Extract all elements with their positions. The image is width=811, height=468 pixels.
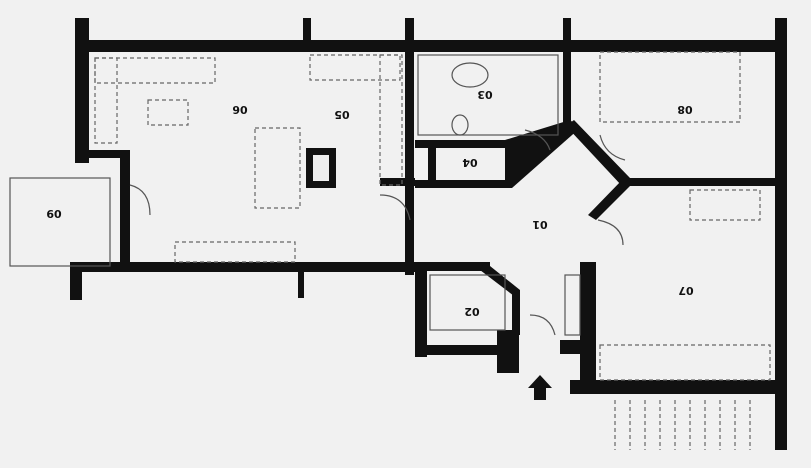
entrance-arrow-icon xyxy=(528,375,552,400)
room-label-04: 04 xyxy=(462,156,478,169)
walls xyxy=(70,18,787,450)
room-label-02: 02 xyxy=(464,305,479,318)
room-label-08: 08 xyxy=(677,103,692,116)
room-label-05: 05 xyxy=(334,108,349,121)
room-labels: 01 02 03 04 05 06 07 08 09 xyxy=(46,88,693,318)
room-label-07: 07 xyxy=(678,284,693,297)
room-label-01: 01 xyxy=(532,218,547,231)
room-label-06: 06 xyxy=(232,103,248,116)
dining-table xyxy=(254,127,301,209)
room-label-09: 09 xyxy=(46,207,61,220)
room-label-03: 03 xyxy=(477,88,492,101)
furniture-and-fixtures xyxy=(9,51,771,450)
